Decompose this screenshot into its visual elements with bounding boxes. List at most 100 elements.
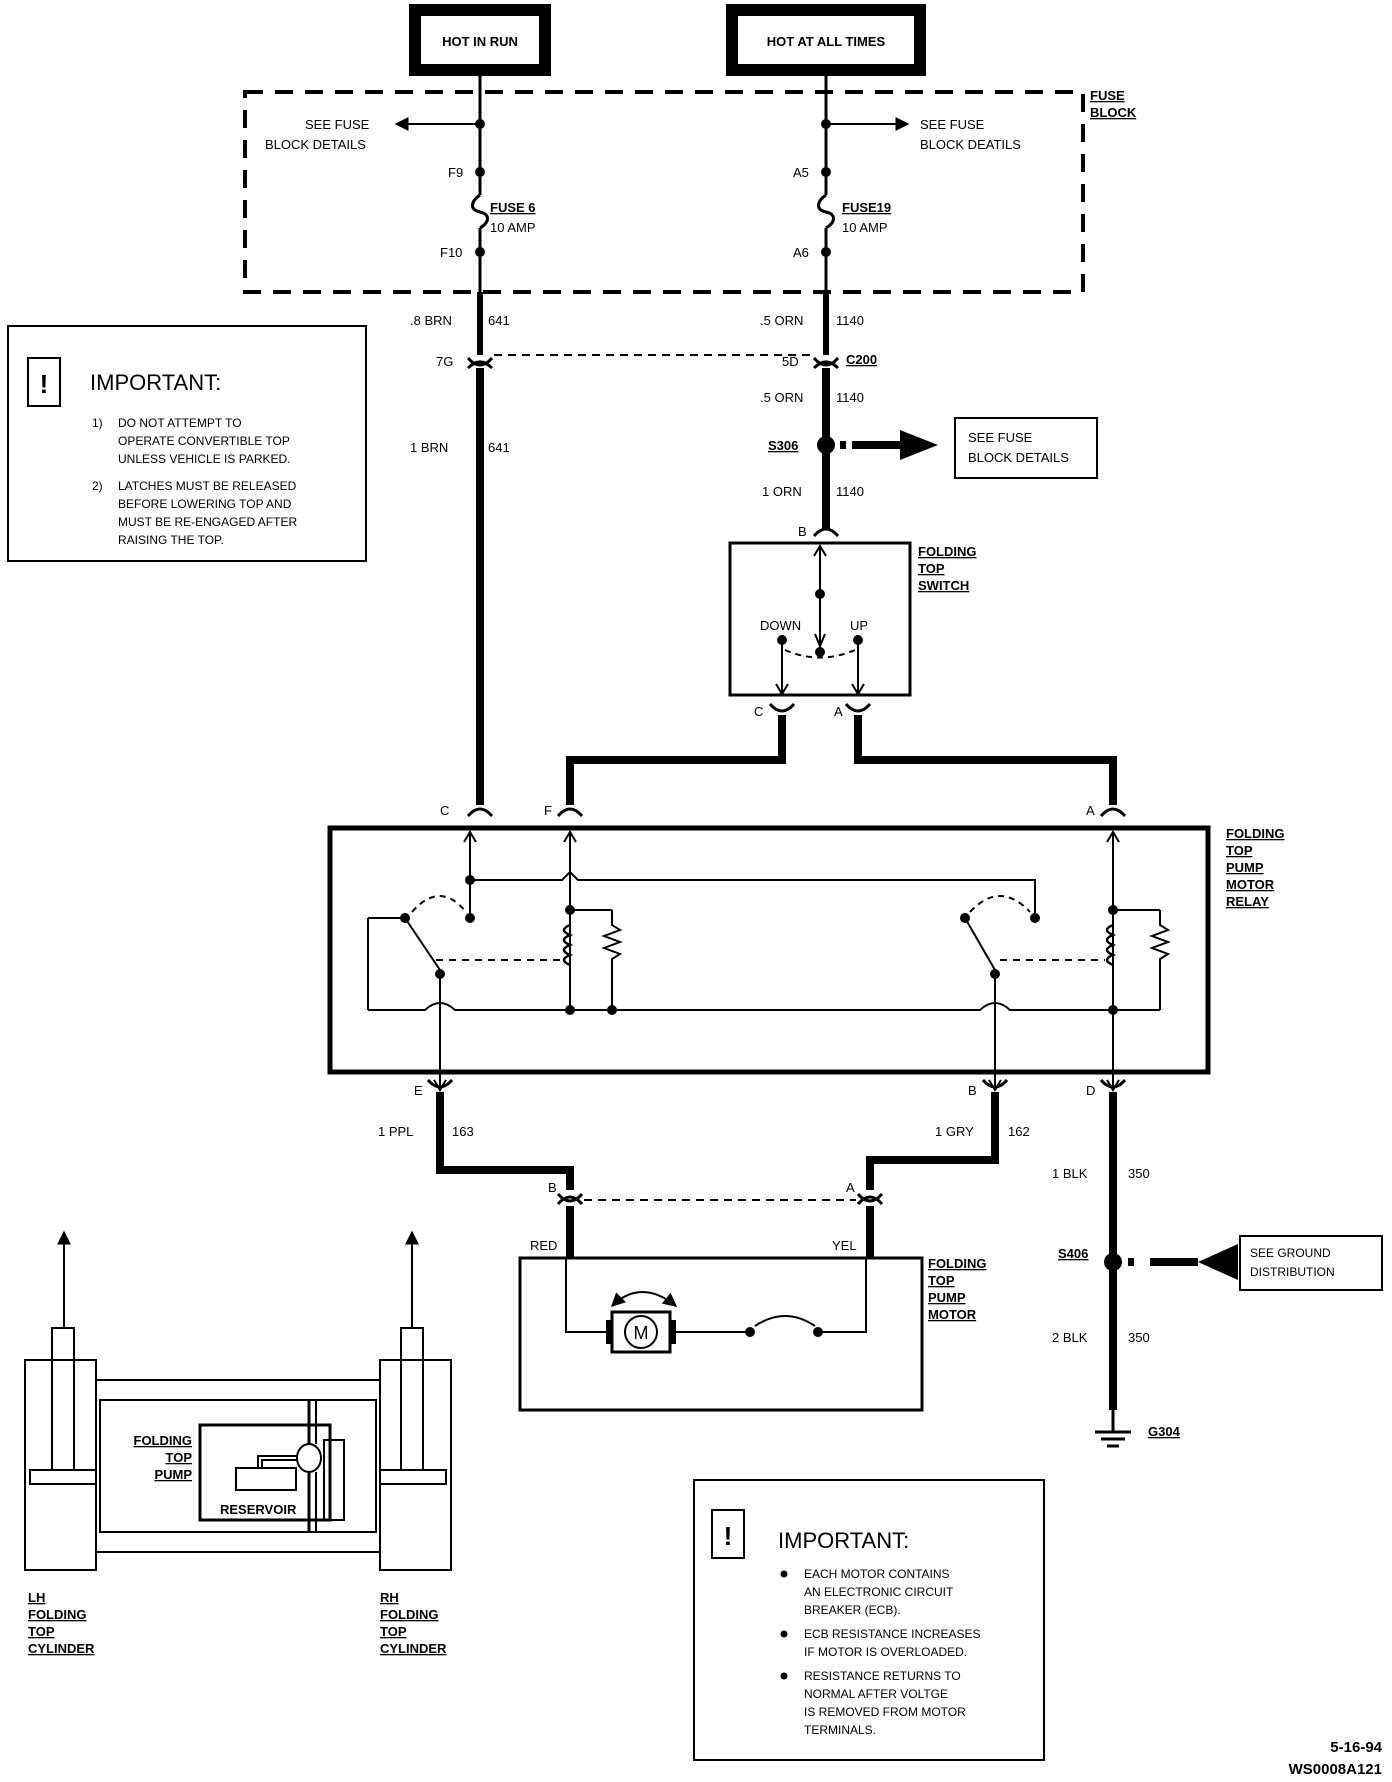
relay-pin-f: F <box>544 803 552 818</box>
hot-at-all-times-box: HOT AT ALL TIMES <box>726 4 926 76</box>
wire-162 <box>866 1092 999 1190</box>
fuse-19-out-pin: A6 <box>793 245 809 260</box>
wire-162-circuit: 162 <box>1008 1124 1030 1139</box>
important-2-title: IMPORTANT: <box>778 1528 909 1553</box>
c200-pin-left: 7G <box>436 354 453 369</box>
motor-yel-label: YEL <box>832 1238 857 1253</box>
switch-pin-b: B <box>798 524 807 539</box>
s306-ref-box <box>954 417 1098 479</box>
svg-text:UNLESS VEHICLE IS PARKED.: UNLESS VEHICLE IS PARKED. <box>118 452 291 466</box>
fuse-19-symbol <box>817 193 835 230</box>
s406-name: S406 <box>1058 1246 1088 1261</box>
svg-text:EACH MOTOR CONTAINS: EACH MOTOR CONTAINS <box>804 1567 950 1581</box>
switch-down-label: DOWN <box>760 618 801 633</box>
fuse-6-circuit <box>394 92 489 292</box>
left-ref-line1: SEE FUSE <box>305 117 370 132</box>
important-box-2: ! IMPORTANT: EACH MOTOR CONTAINS AN ELEC… <box>693 1479 1045 1761</box>
hot-at-all-times-label: HOT AT ALL TIMES <box>767 34 886 49</box>
relay-pin-d: D <box>1086 1083 1095 1098</box>
wire-641a-circuit: 641 <box>488 313 510 328</box>
motor-red-label: RED <box>530 1238 557 1253</box>
wire-350 <box>1095 1092 1238 1448</box>
s406-ref-box <box>1239 1235 1383 1291</box>
svg-text:2): 2) <box>92 479 103 493</box>
svg-text:!: ! <box>40 369 49 399</box>
svg-text:IF MOTOR IS OVERLOADED.: IF MOTOR IS OVERLOADED. <box>804 1645 967 1659</box>
wire-1140b-gauge: .5 ORN <box>760 390 803 405</box>
wire-350a-gauge: 1 BLK <box>1052 1166 1088 1181</box>
fuse-19-name: FUSE19 <box>842 200 891 215</box>
wire-350b-gauge: 2 BLK <box>1052 1330 1088 1345</box>
fuse-19-circuit <box>817 92 910 292</box>
svg-text:RAISING THE TOP.: RAISING THE TOP. <box>118 533 224 547</box>
svg-text:MUST BE RE-ENGAGED AFTER: MUST BE RE-ENGAGED AFTER <box>118 515 297 529</box>
relay-pin-a: A <box>1086 803 1095 818</box>
relay-pin-b: B <box>968 1083 977 1098</box>
fuse-19-in-pin: A5 <box>793 165 809 180</box>
svg-text:DISTRIBUTION: DISTRIBUTION <box>1250 1265 1335 1279</box>
wire-1140c-circuit: 1140 <box>836 484 864 499</box>
motor-pin-a: A <box>846 1180 855 1195</box>
right-ref-line1: SEE FUSE <box>920 117 985 132</box>
warning-icon <box>27 357 61 407</box>
svg-text:SEE FUSE: SEE FUSE <box>968 430 1033 445</box>
svg-text:IS REMOVED FROM MOTOR: IS REMOVED FROM MOTOR <box>804 1705 966 1719</box>
wire-163 <box>436 1092 574 1190</box>
wire-163-gauge: 1 PPL <box>378 1124 413 1139</box>
wire-641b-gauge: 1 BRN <box>410 440 448 455</box>
svg-text:BREAKER (ECB).: BREAKER (ECB). <box>804 1603 901 1617</box>
wire-1140c-gauge: 1 ORN <box>762 484 802 499</box>
wire-162-gauge: 1 GRY <box>935 1124 974 1139</box>
hydraulic-assembly <box>24 1230 452 1571</box>
switch-pin-c: C <box>754 704 763 719</box>
motor-symbol: M <box>634 1323 649 1343</box>
s306-ref-arrow <box>840 430 938 460</box>
wire-1140a-gauge: .5 ORN <box>760 313 803 328</box>
wire-163-circuit: 163 <box>452 1124 474 1139</box>
left-ref-line2: BLOCK DETAILS <box>265 137 366 152</box>
svg-text:1): 1) <box>92 416 103 430</box>
svg-text:RESISTANCE RETURNS TO: RESISTANCE RETURNS TO <box>804 1669 961 1683</box>
warning-icon-2 <box>711 1509 745 1559</box>
fuse-6-rating: 10 AMP <box>490 220 536 235</box>
ground-label: G304 <box>1148 1424 1181 1439</box>
svg-text:SEE GROUND: SEE GROUND <box>1250 1246 1331 1260</box>
svg-text:BEFORE LOWERING TOP AND: BEFORE LOWERING TOP AND <box>118 497 292 511</box>
folding-top-switch <box>728 527 912 697</box>
pump-motor-relay <box>327 807 1211 1092</box>
s306-splice <box>817 436 835 454</box>
svg-text:OPERATE CONVERTIBLE TOP: OPERATE CONVERTIBLE TOP <box>118 434 290 448</box>
footer-code: WS0008A121 <box>1289 1761 1382 1778</box>
c200-name: C200 <box>846 352 877 367</box>
svg-text:BLOCK DETAILS: BLOCK DETAILS <box>968 450 1069 465</box>
s406-splice <box>1104 1253 1122 1271</box>
relay-pin-e: E <box>414 1083 423 1098</box>
svg-text:AN ELECTRONIC CIRCUIT: AN ELECTRONIC CIRCUIT <box>804 1585 954 1599</box>
wire-641a-gauge: .8 BRN <box>410 313 452 328</box>
right-ref-line2: BLOCK DEATILS <box>920 137 1021 152</box>
wire-1140a-circuit: 1140 <box>836 313 864 328</box>
switch-up-label: UP <box>850 618 868 633</box>
important-1-title: IMPORTANT: <box>90 370 221 395</box>
fuse-6-in-pin: F9 <box>448 165 463 180</box>
svg-text:LATCHES MUST BE RELEASED: LATCHES MUST BE RELEASED <box>118 479 297 493</box>
important-box-1: ! IMPORTANT: 1) DO NOT ATTEMPT TO OPERAT… <box>7 325 367 562</box>
switch-pin-a: A <box>834 704 843 719</box>
fuse-6-name: FUSE 6 <box>490 200 536 215</box>
svg-text:NORMAL AFTER VOLTGE: NORMAL AFTER VOLTGE <box>804 1687 948 1701</box>
hot-in-run-label: HOT IN RUN <box>442 34 518 49</box>
switch-output-wires <box>566 702 1117 805</box>
pump-motor: M <box>518 1192 924 1412</box>
fuse-19-rating: 10 AMP <box>842 220 888 235</box>
fuse-6-symbol <box>471 193 489 230</box>
wire-1140b-circuit: 1140 <box>836 390 864 405</box>
wire-350b-circuit: 350 <box>1128 1330 1150 1345</box>
svg-text:DO NOT ATTEMPT TO: DO NOT ATTEMPT TO <box>118 416 242 430</box>
motor-pin-b: B <box>548 1180 557 1195</box>
hot-in-run-box: HOT IN RUN <box>409 4 551 76</box>
